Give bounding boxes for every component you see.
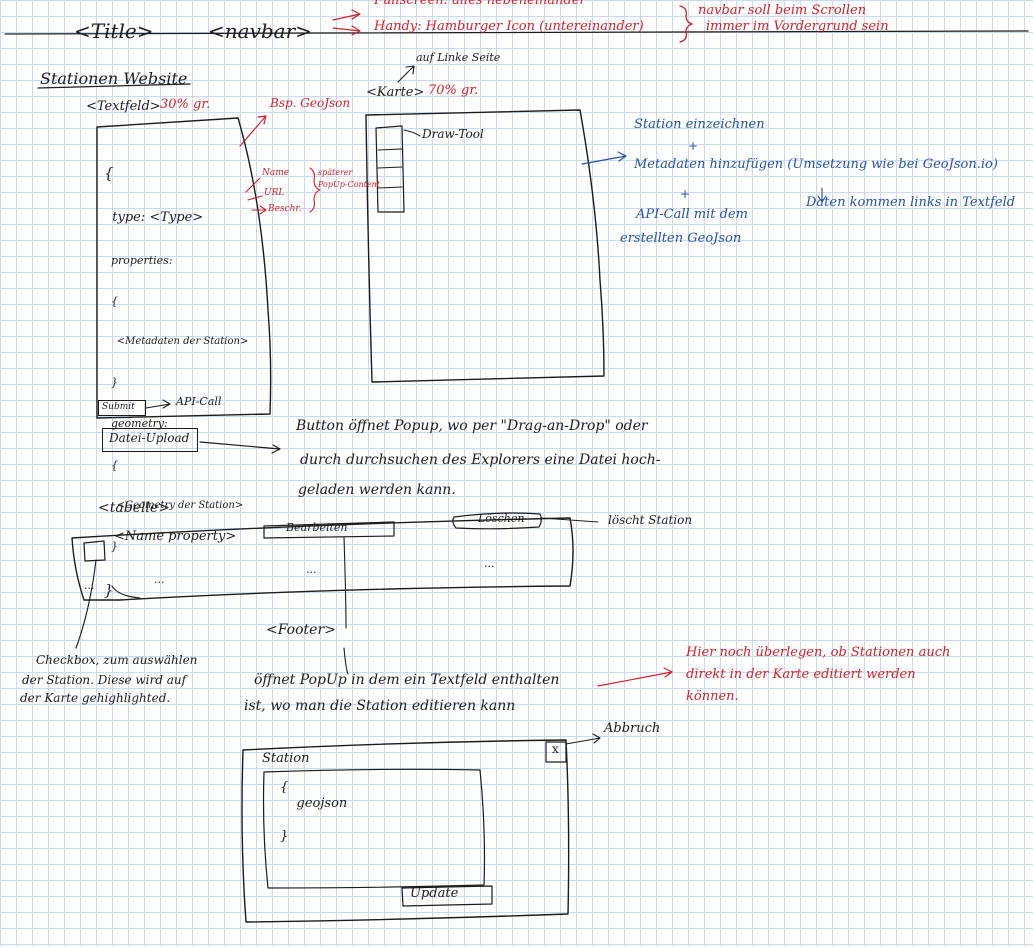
delete-button-label: Löschen: [478, 512, 525, 525]
delete-note: löscht Station: [608, 513, 693, 527]
karte-note-step1: Station einzeichnen: [634, 117, 765, 132]
plus-sign-2: +: [680, 187, 691, 201]
popup-note-line2: PopUp-Content: [318, 180, 380, 189]
consider-note-line1: Hier noch überlegen, ob Stationen auch: [686, 645, 951, 660]
draw-tool-bar[interactable]: [378, 128, 402, 212]
checkbox-note-line1: Checkbox, zum auswählen: [36, 653, 198, 667]
edit-button[interactable]: Bearbeiten: [264, 521, 394, 538]
popup-title: Station: [262, 751, 310, 766]
edit-button-label: Bearbeiten: [286, 521, 348, 534]
edit-note-line1: öffnet PopUp in dem ein Textfeld enthalt…: [254, 672, 560, 688]
bsp-geojson-label: Bsp. GeoJson: [270, 96, 351, 110]
textfeld-label: <Textfeld>: [86, 99, 161, 114]
update-button-label: Update: [410, 886, 459, 901]
mobile-note: Handy: Hamburger Icon (untereinander): [374, 19, 644, 34]
checkbox-note-line3: der Karte gehighlighted.: [20, 691, 171, 705]
close-button[interactable]: x: [546, 742, 566, 762]
karte-side-note: Daten kommen links in Textfeld: [806, 195, 1016, 210]
row-checkbox[interactable]: [84, 541, 105, 561]
fullscreen-note: Fullscreen: alles nebeneinander: [374, 0, 586, 8]
code-line: <Metadaten der Station>: [104, 336, 249, 347]
map-area[interactable]: [410, 150, 580, 370]
karte-position-note: auf Linke Seite: [416, 51, 501, 64]
navbar-note-line1: navbar soll beim Scrollen: [698, 3, 867, 18]
code-line: geometry:: [104, 417, 168, 431]
footer-placeholder: <Footer>: [266, 622, 336, 638]
annotation-description: Beschr.: [268, 204, 302, 214]
checkbox-note-line2: der Station. Diese wird auf: [22, 673, 187, 687]
datei-upload-label: Datei-Upload: [109, 431, 190, 445]
geojson-template[interactable]: { type: <Type> properties: { <Metadaten …: [104, 136, 248, 627]
upload-note-line1: Button öffnet Popup, wo per "Drag-an-Dro…: [296, 418, 648, 434]
annotation-name: Name: [262, 168, 290, 178]
code-line: }: [104, 581, 114, 599]
code-line: {: [104, 294, 118, 308]
navbar-note-line2: immer im Vordergrund sein: [706, 19, 889, 34]
consider-note-line3: können.: [686, 689, 739, 704]
karte-note-step4: erstellten GeoJson: [620, 231, 742, 246]
code-line: {: [104, 163, 114, 182]
consider-note-line2: direkt in der Karte editiert werden: [686, 667, 916, 682]
draw-tool-label: Draw-Tool: [422, 127, 484, 141]
plus-sign-1: +: [688, 139, 699, 153]
code-line: type: <Type>: [104, 209, 204, 225]
ellipsis-1: ...: [154, 573, 165, 586]
navbar-placeholder: <navbar>: [208, 19, 312, 43]
close-note: Abbruch: [604, 721, 661, 736]
ellipsis-3: ...: [484, 557, 495, 570]
karte-size: 70% gr.: [428, 83, 479, 98]
popup-note-line1: späterer: [318, 168, 353, 177]
update-button[interactable]: Update: [402, 886, 492, 906]
edit-note-line2: ist, wo man die Station editieren kann: [244, 698, 516, 714]
datei-upload-button[interactable]: Datei-Upload: [102, 428, 198, 452]
code-line: <Geometry der Station>: [104, 499, 244, 511]
name-property: <Name property>: [114, 529, 237, 544]
delete-button[interactable]: Löschen: [454, 512, 542, 529]
code-line: {: [104, 458, 118, 472]
close-icon: x: [552, 742, 559, 756]
karte-note-step3: API-Call mit dem: [636, 207, 748, 222]
title-placeholder: <Title>: [74, 19, 154, 43]
section-title: Stationen Website: [40, 69, 188, 88]
api-call-label: API-Call: [176, 395, 222, 408]
code-line: properties:: [104, 253, 173, 267]
upload-note-line3: geladen werden kann.: [298, 482, 456, 498]
ellipsis-2: ...: [306, 563, 317, 576]
code-line: }: [104, 539, 118, 553]
table-label: <tabelle>: [98, 500, 170, 516]
submit-label: Submit: [102, 402, 135, 412]
annotation-url: URL: [264, 188, 285, 198]
code-line: }: [104, 376, 118, 389]
submit-button[interactable]: Submit: [98, 400, 146, 416]
ellipsis-4: ...: [84, 579, 95, 592]
popup-textarea[interactable]: { geojson }: [280, 780, 348, 844]
upload-note-line2: durch durchsuchen des Explorers eine Dat…: [300, 452, 661, 468]
karte-note-step2: Metadaten hinzufügen (Umsetzung wie bei …: [634, 157, 998, 172]
karte-label: <Karte>: [366, 85, 425, 100]
textfeld-size: 30% gr.: [160, 97, 211, 112]
